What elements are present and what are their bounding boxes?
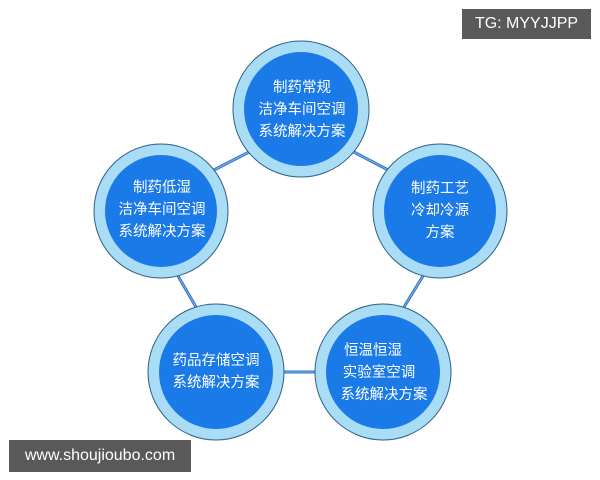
- node-bottom-right-circle: [314, 303, 452, 441]
- node-bottom-left-line-2: 系统解决方案: [172, 375, 260, 391]
- node-bottom-right-line-3: 系统解决方案: [340, 387, 428, 403]
- node-bottom-left-line-1: 药品存储空调: [172, 353, 260, 369]
- node-right-label: 制药工艺 冷却冷源 方案: [411, 178, 469, 244]
- node-bottom-left-label: 药品存储空调 系统解决方案: [173, 350, 260, 394]
- site-watermark-badge: www.shoujioubo.com: [9, 440, 191, 472]
- node-left-line-2: 洁净车间空调: [118, 202, 206, 218]
- node-right-line-2: 冷却冷源: [411, 203, 469, 219]
- node-bottom-right-line-1: 恒温恒湿: [344, 343, 402, 359]
- node-bottom-right-label: 恒温恒湿 实验室空调 系统解决方案: [341, 340, 428, 406]
- node-left-label: 制药低湿 洁净车间空调 系统解决方案: [119, 177, 206, 243]
- node-left-line-1: 制药低湿: [133, 180, 191, 196]
- node-bottom-left-circle: [147, 303, 285, 441]
- node-top-line-1: 制药常规: [273, 80, 331, 96]
- node-left-circle: [93, 143, 229, 279]
- node-top-label: 制药常规 洁净车间空调 系统解决方案: [259, 77, 346, 143]
- node-right-line-1: 制药工艺: [411, 181, 469, 197]
- node-top-line-3: 系统解决方案: [258, 124, 346, 140]
- node-bottom-right-line-2: 实验室空调: [342, 365, 416, 381]
- node-left-line-3: 系统解决方案: [118, 224, 206, 240]
- node-top-line-2: 洁净车间空调: [258, 102, 346, 118]
- node-right-circle: [372, 143, 508, 279]
- node-top-circle: [232, 40, 370, 178]
- connector-highlights: [177, 149, 424, 373]
- node-right-line-3: 方案: [425, 225, 455, 241]
- tg-watermark-badge: TG: MYYJJPP: [462, 9, 591, 39]
